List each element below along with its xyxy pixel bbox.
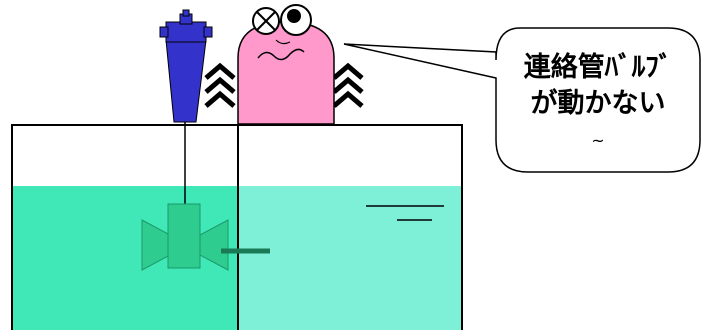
bubble-line-1: 連絡管ﾊﾞﾙﾌﾞ <box>524 51 673 83</box>
connecting-pipe-valve <box>141 203 270 271</box>
bubble-line-3: ~ <box>591 131 604 150</box>
chevron-up-icon <box>332 62 364 108</box>
water-left-compartment <box>12 186 238 330</box>
speech-bubble: 連絡管ﾊﾞﾙﾌﾞ が動かない ~ <box>343 27 701 173</box>
bubble-line-2: が動かない <box>531 87 666 119</box>
pink-character <box>237 4 335 125</box>
chevron-up-icon <box>204 62 236 108</box>
character-mouth <box>257 48 305 61</box>
eye-icon <box>280 4 312 36</box>
water-right-compartment <box>238 186 462 330</box>
x-circle-icon <box>252 7 280 35</box>
valve-handle <box>159 9 213 123</box>
